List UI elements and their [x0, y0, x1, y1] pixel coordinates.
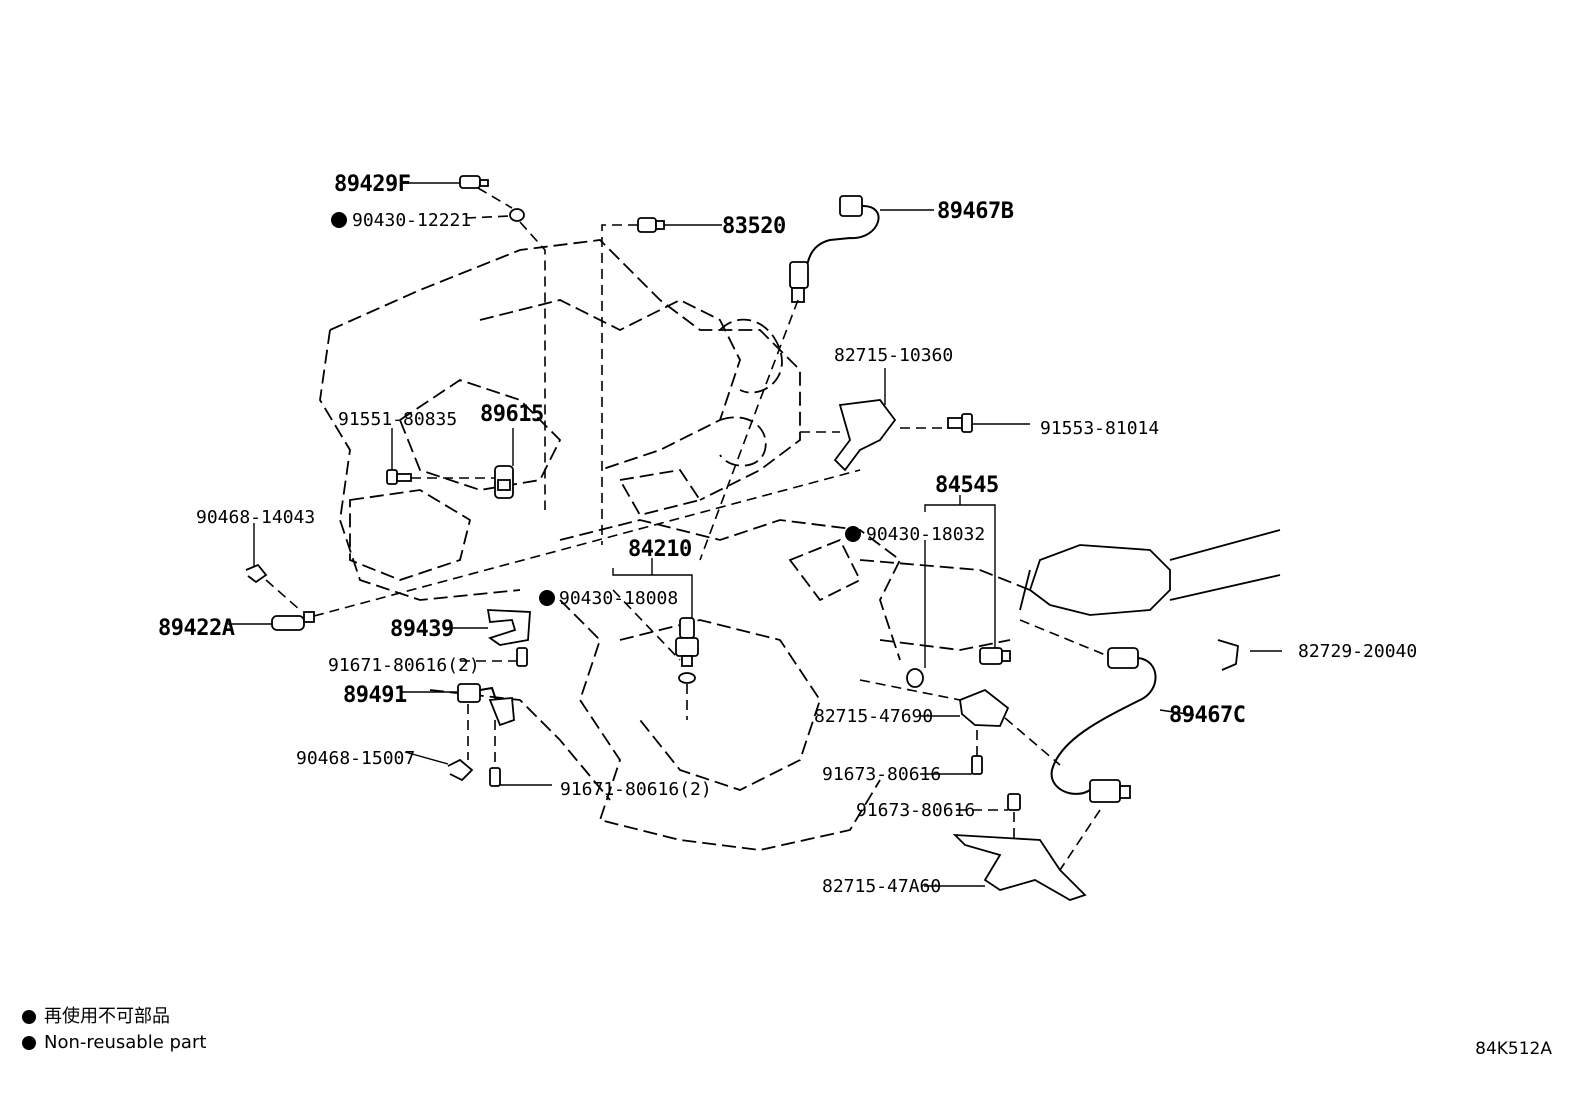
nonreusable-dot-12221	[331, 212, 347, 228]
nonreusable-dot-18032	[845, 526, 861, 542]
bolt-80616-upper-icon	[516, 647, 528, 667]
clip-15007-icon	[447, 758, 474, 782]
label-83520[interactable]: 83520	[722, 214, 786, 239]
label-91673-80616-a[interactable]: 91673-80616	[822, 764, 941, 785]
legend-row-jp: 再使用不可部品	[22, 1004, 206, 1030]
label-89422A[interactable]: 89422A	[158, 616, 235, 641]
sensor-89429F-icon	[459, 175, 489, 189]
label-90430-12221[interactable]: 90430-12221	[352, 210, 471, 231]
clip-14043-icon	[245, 563, 268, 584]
leader-lines	[228, 182, 1282, 887]
switch-83520-icon	[637, 217, 665, 233]
bolt-91673-a-icon	[971, 755, 983, 775]
bracket-10360-icon	[833, 399, 897, 472]
label-82715-47690[interactable]: 82715-47690	[814, 706, 933, 727]
switch-84210-icon	[675, 617, 699, 667]
speed-sensor-89491-icon	[457, 683, 515, 727]
switch-84545-icon	[979, 647, 1011, 665]
bracket-89439-icon	[486, 609, 531, 646]
bracket-47690-icon	[959, 688, 1010, 727]
bolt-80616-lower-icon	[489, 767, 501, 787]
label-84545[interactable]: 84545	[935, 473, 999, 498]
legend-text-en: Non-reusable part	[44, 1032, 207, 1053]
knock-sensor-89615-icon	[494, 465, 514, 499]
gasket-18008-icon	[678, 672, 696, 684]
legend-text-jp: 再使用不可部品	[44, 1006, 170, 1027]
gasket-12221-icon	[509, 208, 525, 222]
label-90468-14043[interactable]: 90468-14043	[196, 507, 315, 528]
drawing-id: 84K512A	[1475, 1039, 1552, 1059]
label-89429F[interactable]: 89429F	[334, 172, 411, 197]
legend-bullet-icon	[22, 1010, 36, 1024]
label-91671-80616-2-lower[interactable]: 91671-80616(2)	[560, 779, 712, 800]
label-84210[interactable]: 84210	[628, 537, 692, 562]
oxygen-sensor-89467C-icon	[1050, 647, 1157, 803]
label-90468-15007[interactable]: 90468-15007	[296, 748, 415, 769]
label-89467B[interactable]: 89467B	[937, 199, 1014, 224]
label-89439[interactable]: 89439	[390, 617, 454, 642]
label-91673-80616-b[interactable]: 91673-80616	[856, 800, 975, 821]
label-89491[interactable]: 89491	[343, 683, 407, 708]
legend-row-en: Non-reusable part	[22, 1030, 206, 1056]
label-82715-10360[interactable]: 82715-10360	[834, 345, 953, 366]
legend: 再使用不可部品 Non-reusable part	[22, 1004, 206, 1056]
temp-sensor-89422A-icon	[271, 611, 315, 631]
label-89615[interactable]: 89615	[480, 402, 544, 427]
label-89467C[interactable]: 89467C	[1169, 703, 1246, 728]
oxygen-sensor-89467B-icon	[789, 195, 880, 303]
label-90430-18032[interactable]: 90430-18032	[866, 524, 985, 545]
bolt-81014-icon	[947, 413, 973, 433]
label-91551-80835[interactable]: 91551-80835	[338, 409, 457, 430]
legend-bullet-icon	[22, 1036, 36, 1050]
label-91553-81014[interactable]: 91553-81014	[1040, 418, 1159, 439]
exhaust-pipe	[1019, 529, 1281, 616]
gasket-18032-icon	[906, 668, 924, 688]
bolt-80835-icon	[386, 469, 412, 485]
part-labels: 89429F 90430-12221 83520 89467B 82715-10…	[158, 172, 1417, 897]
bracket-47A60-icon	[952, 833, 1087, 901]
clamp-20040-icon	[1217, 639, 1239, 671]
label-82715-47A60[interactable]: 82715-47A60	[822, 876, 941, 897]
label-91671-80616-2-upper[interactable]: 91671-80616(2)	[328, 655, 480, 676]
nonreusable-dot-18008	[539, 590, 555, 606]
label-82729-20040[interactable]: 82729-20040	[1298, 641, 1417, 662]
label-90430-18008[interactable]: 90430-18008	[559, 588, 678, 609]
bolt-91673-b-icon	[1007, 793, 1021, 811]
